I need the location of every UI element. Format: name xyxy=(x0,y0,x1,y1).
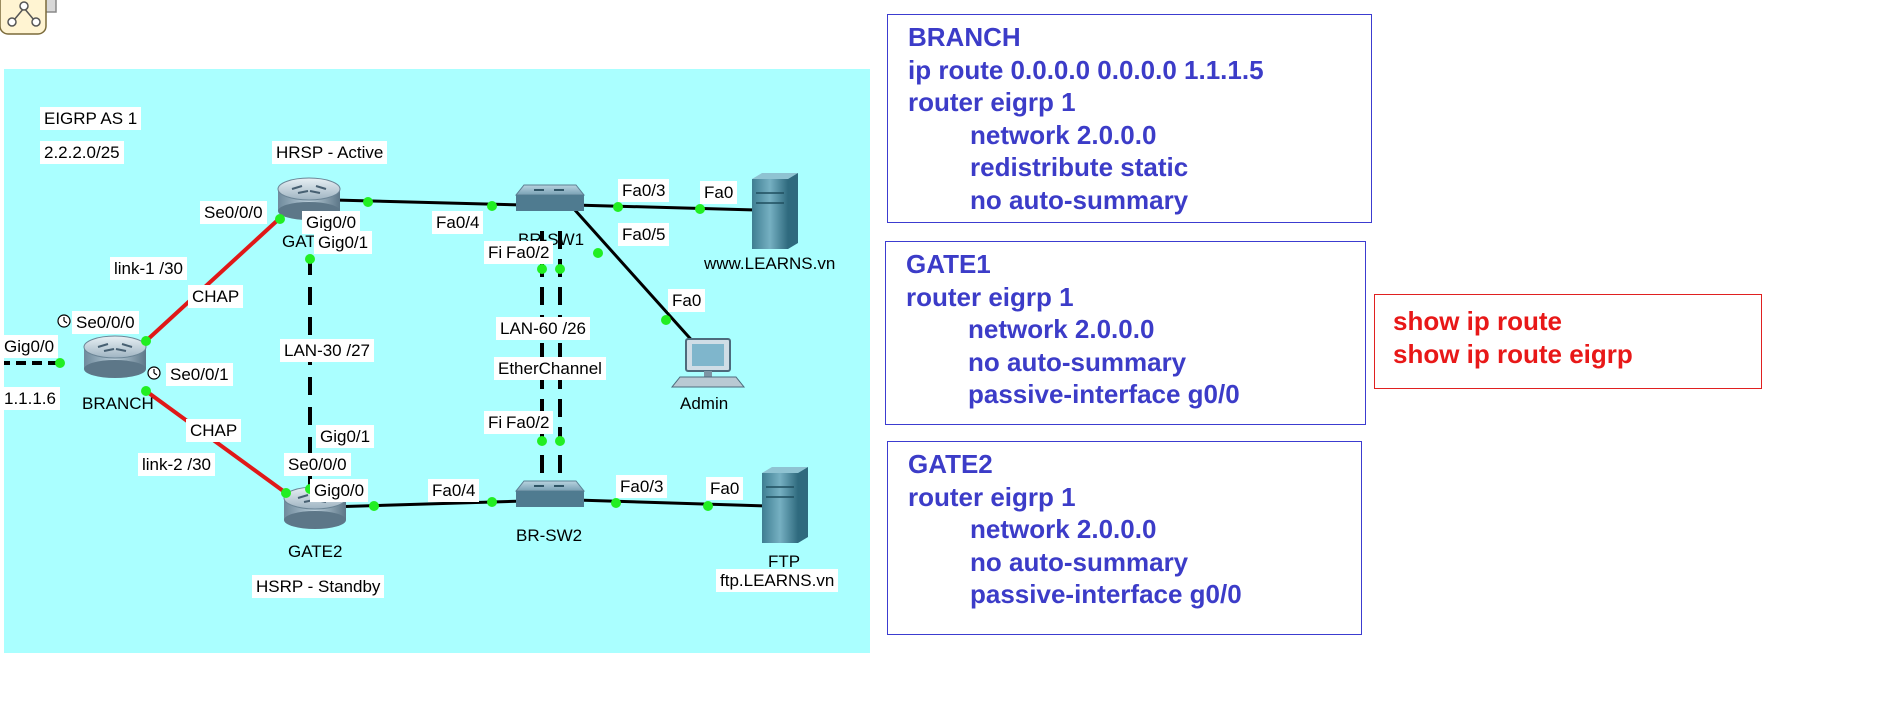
gate1-gig00-label: Gig0/0 xyxy=(302,211,361,234)
branch-se001-label: Se0/0/1 xyxy=(166,363,233,386)
switch-br-sw2-label: BR-SW2 xyxy=(516,526,583,545)
server-ftp-label: FTP xyxy=(768,552,801,571)
config-line: router eigrp 1 xyxy=(908,481,1076,512)
gate1-se000-label: Se0/0/0 xyxy=(200,201,267,224)
gate1-gig01-label: Gig0/1 xyxy=(314,231,373,254)
server-www-icon[interactable] xyxy=(752,173,798,249)
config-line: passive-interface g0/0 xyxy=(970,579,1242,609)
sw2-fa02-label: Fa0/2 xyxy=(502,411,554,434)
show-commands-box: show ip route show ip route eigrp xyxy=(1374,294,1762,389)
config-box-branch: BRANCH ip route 0.0.0.0 0.0.0.0 1.1.1.5 … xyxy=(887,14,1372,223)
pc-admin-label: Admin xyxy=(680,394,729,413)
network-tool-icon[interactable] xyxy=(0,0,60,36)
sw2-fa04-label: Fa0/4 xyxy=(428,479,480,502)
port-status-dots xyxy=(55,197,713,511)
server-ftp-icon[interactable] xyxy=(762,467,808,543)
isp-ip-label: 1.1.1.6 xyxy=(0,387,60,410)
config-box-gate2: GATE2 router eigrp 1 network 2.0.0.0 no … xyxy=(887,441,1362,635)
sw1-fa05-label: Fa0/5 xyxy=(618,223,670,246)
admin-fa0-label: Fa0 xyxy=(668,289,706,312)
clock-icon xyxy=(57,314,161,380)
switch-br-sw1-icon[interactable] xyxy=(514,184,586,211)
router-gate1-icon[interactable] xyxy=(277,177,341,220)
network-label: 2.2.2.0/25 xyxy=(40,141,124,164)
link2-label: link-2 /30 xyxy=(138,453,215,476)
eigrp-as-label: EIGRP AS 1 xyxy=(40,107,142,130)
server-www-label: www.LEARNS.vn xyxy=(704,254,836,273)
gate2-gig00-label: Gig0/0 xyxy=(310,479,369,502)
router-branch-label: BRANCH xyxy=(82,394,154,413)
gate1-fa04-label: Fa0/4 xyxy=(432,211,484,234)
sw2-ftp-link[interactable] xyxy=(575,498,767,508)
sw1-fa02-label: Fa0/2 xyxy=(502,241,554,264)
sw1-www-link[interactable] xyxy=(573,203,757,212)
link1-label: link-1 /30 xyxy=(110,257,187,280)
ftp-fa0-label: Fa0 xyxy=(706,477,744,500)
chap1-label: CHAP xyxy=(188,285,244,308)
config-title: BRANCH xyxy=(908,22,1021,52)
sw2-fi-label: Fi xyxy=(484,411,507,434)
sw1-fi-label: Fi xyxy=(484,241,507,264)
config-line: router eigrp 1 xyxy=(906,281,1074,312)
branch-se000-label: Se0/0/0 xyxy=(72,311,139,334)
pc-admin-icon[interactable] xyxy=(670,338,746,388)
router-branch-icon[interactable] xyxy=(83,335,147,378)
sw1-fa03-label: Fa0/3 xyxy=(618,179,670,202)
branch-gig00-label: Gig0/0 xyxy=(0,335,59,358)
www-fa0-label: Fa0 xyxy=(700,181,738,204)
config-title: GATE2 xyxy=(908,449,993,479)
etherchannel-label: EtherChannel xyxy=(494,357,606,380)
server-ftp-host-label: ftp.LEARNS.vn xyxy=(716,569,839,592)
gate2-se000-label: Se0/0/0 xyxy=(284,453,351,476)
config-box-gate1: GATE1 router eigrp 1 network 2.0.0.0 no … xyxy=(885,241,1366,425)
config-line: no auto-summary xyxy=(968,346,1187,377)
config-line: router eigrp 1 xyxy=(908,87,1076,117)
chap2-label: CHAP xyxy=(186,419,242,442)
config-line: no auto-summary xyxy=(970,546,1189,577)
router-gate2-label: GATE2 xyxy=(288,542,343,561)
config-line: ip route 0.0.0.0 0.0.0.0 1.1.1.5 xyxy=(908,54,1264,85)
gate2-gig01-label: Gig0/1 xyxy=(316,425,375,448)
config-line: network 2.0.0.0 xyxy=(968,314,1155,344)
hsrp-active-label: HRSP - Active xyxy=(272,141,388,164)
config-line: passive-interface g0/0 xyxy=(968,379,1240,409)
serial-link-1[interactable] xyxy=(144,216,282,343)
topology-canvas[interactable]: EIGRP AS 1 2.2.2.0/25 HRSP - Active HSRP… xyxy=(0,69,870,653)
lan60-label: LAN-60 /26 xyxy=(496,317,590,340)
config-title: GATE1 xyxy=(906,249,991,279)
lan30-label: LAN-30 /27 xyxy=(280,339,374,362)
serial-link-2[interactable] xyxy=(144,389,288,495)
show-command-line: show ip route xyxy=(1393,306,1562,336)
hsrp-standby-label: HSRP - Standby xyxy=(252,575,385,598)
sw1-admin-link[interactable] xyxy=(572,207,698,347)
config-line: network 2.0.0.0 xyxy=(970,119,1157,150)
switch-br-sw2-icon[interactable] xyxy=(514,480,586,507)
config-line: no auto-summary xyxy=(970,184,1189,215)
show-command-line: show ip route eigrp xyxy=(1393,338,1633,369)
config-line: redistribute static xyxy=(970,152,1189,182)
sw2-fa03-label: Fa0/3 xyxy=(616,475,668,498)
config-line: network 2.0.0.0 xyxy=(970,514,1157,544)
router-gate1-label: GAT xyxy=(282,232,316,251)
